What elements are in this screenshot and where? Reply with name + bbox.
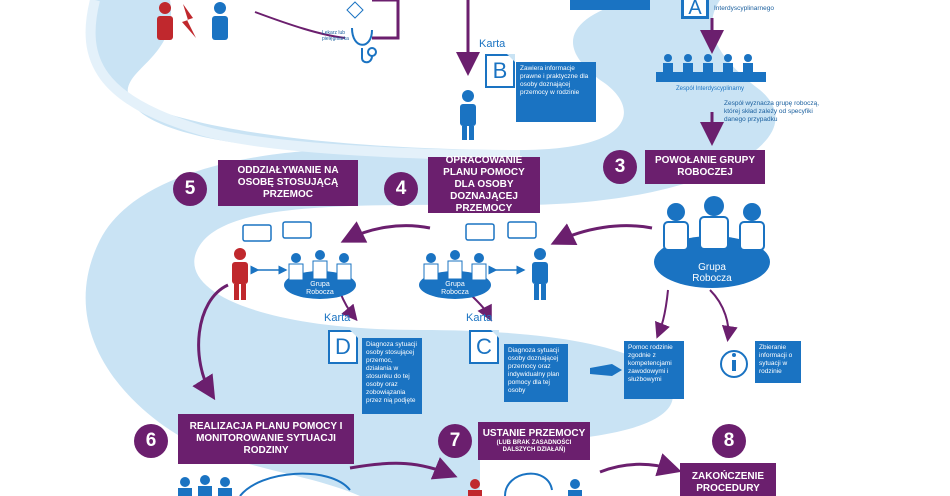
bottom-persons-icon xyxy=(468,479,582,496)
speech-bubbles-4 xyxy=(465,221,537,241)
step-4-box: OPRACOWANIE PLANU POMOCY DLA OSOBY DOZNA… xyxy=(428,155,540,214)
doctor-label: Lekarz lub pielęgniarka xyxy=(322,30,349,42)
card-C-word: Karta xyxy=(466,312,493,324)
team-appoints-text: Zespół wyznacza grupę roboczą, której sk… xyxy=(724,100,820,123)
working-group-big-icon xyxy=(654,196,770,288)
step-8-title: ZAKOŃCZENIE PROCEDURY xyxy=(691,471,765,494)
card-D-letter: D xyxy=(328,330,358,364)
working-group-small-label-4: Grupa Robocza xyxy=(441,281,469,296)
road-highlight xyxy=(85,0,521,160)
card-D-note: Diagnoza sytuacji osoby stosującej przem… xyxy=(362,338,422,414)
top-people-icon xyxy=(157,2,228,40)
step-3-box: POWOŁANIE GRUPY ROBOCZEJ xyxy=(645,150,765,184)
step-7-subtitle: (LUB BRAK ZASADNOŚCI DALSZYCH DZIAŁAŃ) xyxy=(496,440,572,453)
step-3-badge: 3 xyxy=(603,150,637,184)
card-C-note: Diagnoza sytuacji osoby doznającej przem… xyxy=(504,344,568,402)
stethoscope-icon xyxy=(351,27,377,64)
speech-bubbles-5 xyxy=(242,221,312,242)
victim-person-icon xyxy=(532,248,548,300)
working-group-big-label: Grupa Robocza xyxy=(692,262,732,284)
bottom-loop xyxy=(239,472,351,496)
card-B-word: Karta xyxy=(479,38,506,50)
step-4-badge: 4 xyxy=(384,172,418,206)
step-6-box: REALIZACJA PLANU POMOCY I MONITOROWANIE … xyxy=(178,414,354,464)
step-7-box: USTANIE PRZEMOCY (LUB BRAK ZASADNOŚCI DA… xyxy=(478,422,590,460)
card-B-note: Zawiera informacje prawne i praktyczne d… xyxy=(516,62,596,122)
step-7-badge: 7 xyxy=(438,424,472,458)
step-7-title: USTANIE PRZEMOCY xyxy=(482,428,586,439)
bottom-cycle xyxy=(504,472,553,496)
step-8-badge: 8 xyxy=(712,424,746,458)
perpetrator-person-icon xyxy=(232,248,248,300)
card-A-letter: A xyxy=(682,0,708,19)
arrow-5-to-6 xyxy=(192,283,229,401)
help-note: Pomoc rodzinie zgodnie z kompetencjami z… xyxy=(624,341,684,399)
info-note: Zbieranie informacji o sytuacji w rodzin… xyxy=(755,341,801,383)
step-4-title: OPRACOWANIE PLANU POMOCY DLA OSOBY DOZNA… xyxy=(443,155,525,214)
arrow-6-to-7 xyxy=(349,457,458,480)
helping-hand-icon xyxy=(590,364,622,376)
connector-top xyxy=(254,11,346,39)
card-B-letter: B xyxy=(485,54,515,88)
card-D-word: Karta xyxy=(324,312,351,324)
arrow-group-to-4 xyxy=(550,223,653,245)
working-group-small-label-5: Grupa Robocza xyxy=(306,281,334,296)
step-5-box: ODDZIAŁYWANIE NA OSOBĘ STOSUJĄCĄ PRZEMOC xyxy=(218,160,358,206)
arrow-4-to-5 xyxy=(340,221,431,243)
victim-person-karta-B-icon xyxy=(460,90,476,140)
working-group-small-icon-5 xyxy=(284,250,356,299)
step-3-title: POWOŁANIE GRUPY ROBOCZEJ xyxy=(654,155,755,178)
step-5-badge: 5 xyxy=(173,172,207,206)
info-icon xyxy=(720,350,748,378)
working-group-small-icon-4 xyxy=(419,250,491,299)
card-A-note: Interdyscyplinarnego xyxy=(714,5,774,12)
step-6-title: REALIZACJA PLANU POMOCY I MONITOROWANIE … xyxy=(189,421,343,456)
arrow-group-to-help xyxy=(655,289,670,339)
bottom-group-icon xyxy=(178,475,232,496)
step-6-badge: 6 xyxy=(134,424,168,458)
arrow-7-to-8 xyxy=(599,453,682,477)
step-8-box: ZAKOŃCZENIE PROCEDURY xyxy=(680,463,776,496)
card-C-letter: C xyxy=(469,330,499,364)
interdisciplinary-team-icon xyxy=(656,54,766,82)
diamond-icon xyxy=(346,1,364,19)
step-5-title: ODDZIAŁYWANIE NA OSOBĘ STOSUJĄCĄ PRZEMOC xyxy=(237,165,339,200)
top-strip xyxy=(570,0,650,10)
interdisciplinary-team-label: Zespół Interdyscyplinarny xyxy=(676,86,745,92)
bracket-top xyxy=(372,0,400,40)
arrow-group-to-info xyxy=(709,289,738,342)
